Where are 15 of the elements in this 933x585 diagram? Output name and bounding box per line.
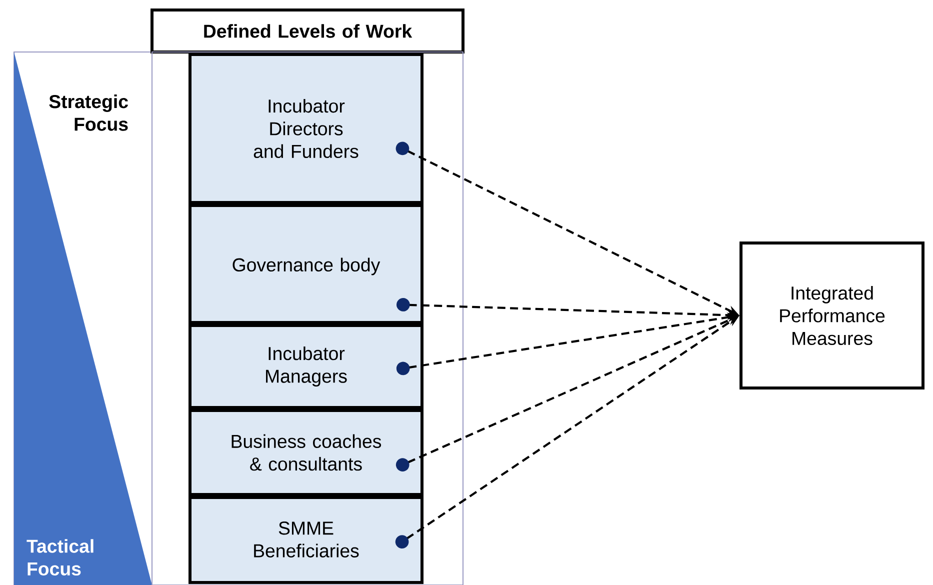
level-box [188, 204, 424, 324]
level-text: Incubator Directors and Funders [254, 98, 358, 158]
header-box: Defined Levels of Work [150, 8, 464, 54]
level-box [188, 409, 424, 496]
focus-label: Tactical Focus [26, 539, 94, 576]
column-frame [152, 52, 464, 585]
level-text: Governance body [232, 258, 380, 276]
level-text: Business coaches & consultants [232, 434, 382, 471]
level-text: Incubator Managers [266, 346, 347, 387]
level-text: SMME Beneficiaries [254, 522, 359, 558]
result-box: Integrated Performance Measures [740, 242, 924, 390]
level-box [188, 496, 424, 584]
level-box [188, 324, 424, 409]
level-box [188, 53, 424, 204]
focus-label: Strategic Focus [49, 94, 128, 131]
